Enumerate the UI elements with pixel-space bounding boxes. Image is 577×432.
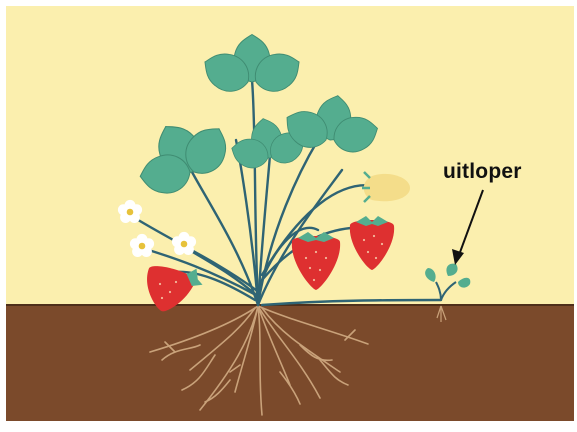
runner-label: uitloper: [443, 160, 522, 184]
soil: [6, 305, 574, 421]
